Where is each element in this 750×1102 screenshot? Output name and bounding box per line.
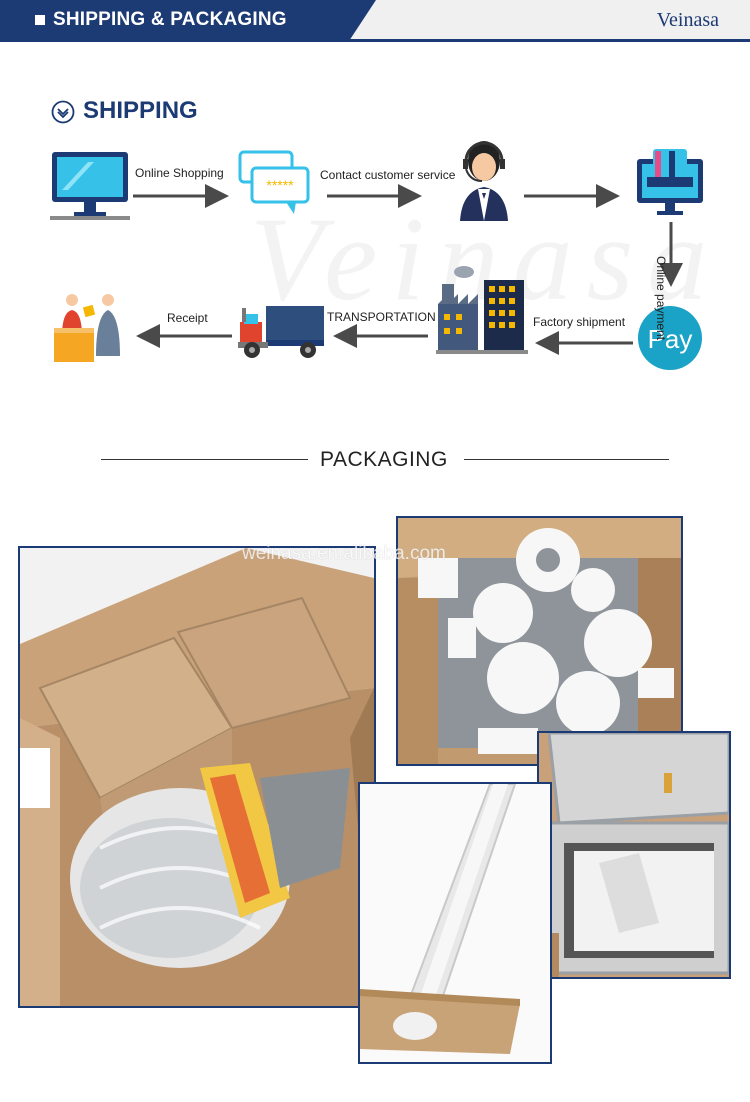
flow-arrows bbox=[133, 184, 683, 355]
svg-text:*****: ***** bbox=[266, 177, 294, 193]
label-online-shopping: Online Shopping bbox=[135, 166, 224, 180]
pay-icon: Pay bbox=[638, 306, 702, 370]
header-title-band bbox=[0, 0, 376, 40]
header-title: SHIPPING & PACKAGING bbox=[53, 9, 287, 30]
online-payment-icon bbox=[637, 149, 703, 215]
factory-icon bbox=[436, 266, 528, 354]
metal-cabinet-photo bbox=[537, 731, 731, 979]
customer-service-icon bbox=[460, 141, 508, 221]
packaging-rule-right bbox=[464, 459, 669, 460]
foam-packing-photo bbox=[396, 516, 683, 766]
square-bullet-icon bbox=[35, 15, 45, 25]
label-transportation: TRANSPORTATION bbox=[327, 310, 436, 324]
pay-label: Pay bbox=[648, 324, 693, 354]
chat-bubbles-icon: ***** bbox=[238, 150, 310, 214]
label-online-payment: Online payment bbox=[654, 256, 668, 341]
packaging-title: PACKAGING bbox=[320, 448, 448, 471]
label-contact-service: Contact customer service bbox=[320, 168, 456, 182]
chevron-circle-icon bbox=[51, 100, 75, 124]
cardboard-box-photo bbox=[18, 546, 376, 1008]
computer-icon bbox=[50, 152, 130, 220]
truck-icon bbox=[238, 306, 324, 358]
label-receipt: Receipt bbox=[167, 311, 208, 325]
wrapped-rod-photo bbox=[358, 782, 552, 1064]
header-bar: SHIPPING & PACKAGING Veinasa bbox=[0, 0, 750, 42]
packaging-rule-left bbox=[101, 459, 308, 460]
label-factory-shipment: Factory shipment bbox=[533, 315, 626, 329]
photo-watermark: weinasa.en.alibaba.com bbox=[242, 543, 446, 564]
shipping-title: SHIPPING bbox=[83, 97, 198, 124]
brand-name: Veinasa bbox=[656, 9, 719, 31]
receipt-icon bbox=[54, 294, 120, 362]
